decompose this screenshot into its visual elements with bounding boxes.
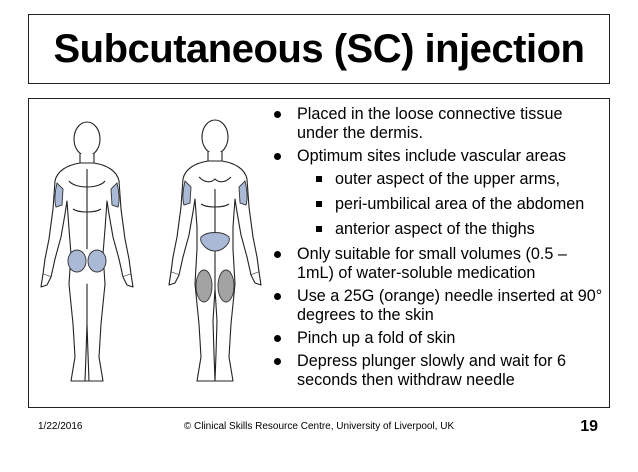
- front-view-figure: [168, 119, 262, 382]
- title-frame: Subcutaneous (SC) injection: [28, 14, 610, 84]
- footer-date: 1/22/2016: [38, 421, 83, 432]
- bullet-item-text: Optimum sites include vascular areas: [297, 147, 566, 165]
- sub-bullet-list: outer aspect of the upper arms, peri-umb…: [297, 170, 605, 239]
- site-back-left-buttock: [67, 249, 87, 273]
- sub-bullet-item: anterior aspect of the thighs: [297, 220, 605, 239]
- bullet-item: Use a 25G (orange) needle inserted at 90…: [265, 287, 605, 325]
- footer-credit: © Clinical Skills Resource Centre, Unive…: [183, 421, 455, 432]
- site-abdomen: [200, 232, 230, 252]
- bullet-item: Depress plunger slowly and wait for 6 se…: [265, 352, 605, 390]
- bullet-item: Only suitable for small volumes (0.5 – 1…: [265, 245, 605, 283]
- site-back-right-buttock: [87, 249, 107, 273]
- site-front-right-arm: [238, 180, 248, 206]
- bullet-list: Placed in the loose connective tissue un…: [265, 105, 605, 394]
- bullet-item: Placed in the loose connective tissue un…: [265, 105, 605, 143]
- body-injection-sites-illustration: [40, 119, 262, 382]
- site-back-left-arm: [54, 182, 64, 208]
- site-left-thigh: [195, 269, 213, 303]
- sub-bullet-item: peri-umbilical area of the abdomen: [297, 195, 605, 214]
- site-back-right-arm: [110, 182, 120, 208]
- sub-bullet-item: outer aspect of the upper arms,: [297, 170, 605, 189]
- back-view-figure: [40, 121, 134, 382]
- bullet-item: Pinch up a fold of skin: [265, 329, 605, 348]
- page-number: 19: [580, 418, 598, 435]
- content-frame: Placed in the loose connective tissue un…: [28, 98, 610, 408]
- slide-title: Subcutaneous (SC) injection: [53, 26, 585, 71]
- site-right-thigh: [217, 269, 235, 303]
- site-front-left-arm: [182, 180, 192, 206]
- bullet-item: Optimum sites include vascular areas out…: [265, 147, 605, 239]
